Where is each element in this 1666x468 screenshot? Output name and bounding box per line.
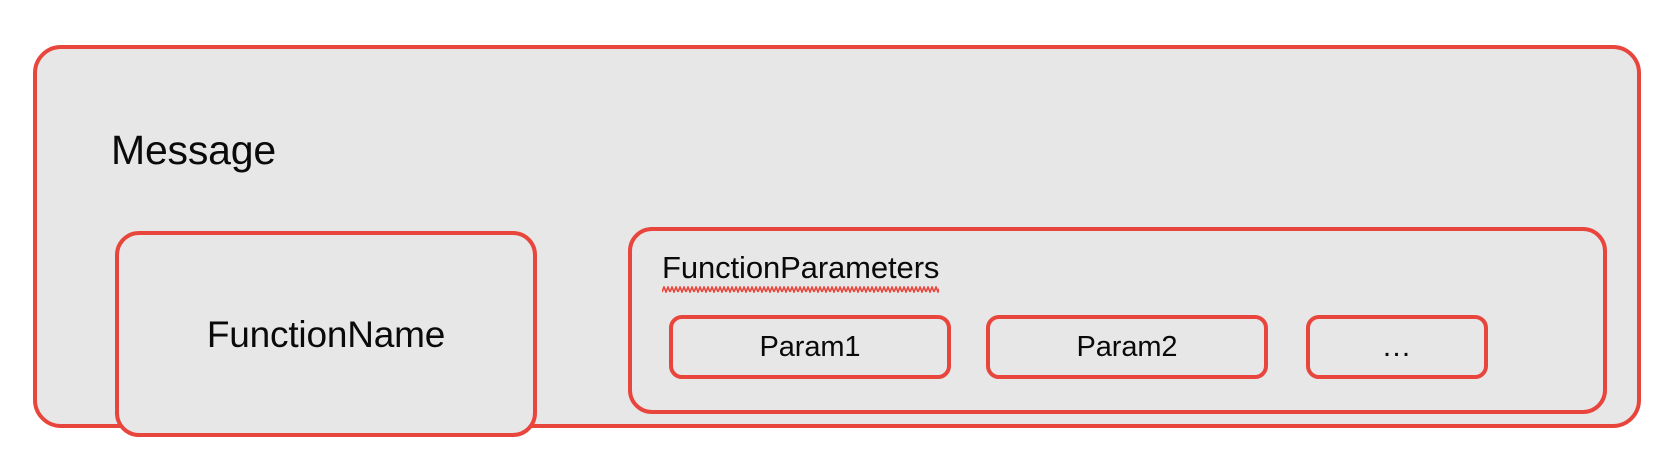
spellcheck-squiggle-icon [662, 286, 940, 293]
message-box[interactable]: Message FunctionName FunctionParameters … [33, 45, 1641, 437]
function-parameters-label: FunctionParameters [662, 250, 940, 285]
message-title: Message [111, 127, 276, 173]
param-label-2: Param2 [1076, 330, 1178, 363]
param-label-more: … [1381, 330, 1413, 363]
param-label-1: Param1 [759, 330, 861, 363]
param-box-2[interactable]: Param2 [986, 315, 1268, 379]
param-box-more[interactable]: … [1306, 315, 1488, 379]
param-box-1[interactable]: Param1 [669, 315, 951, 379]
function-name-label: FunctionName [206, 313, 446, 355]
function-parameters-title-group: FunctionParameters [662, 252, 939, 293]
function-parameters-box[interactable]: FunctionParameters Param1 Param2 … [628, 227, 1607, 414]
function-name-box[interactable]: FunctionName [115, 231, 537, 437]
